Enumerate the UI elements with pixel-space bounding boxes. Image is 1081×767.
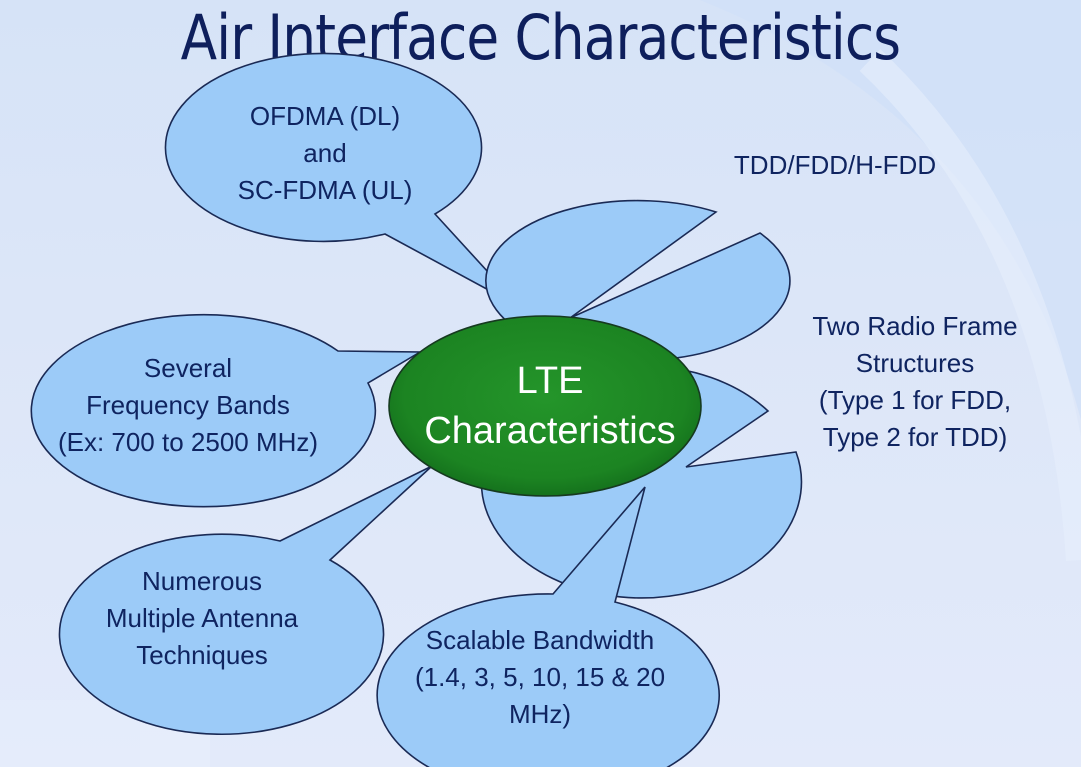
callout-bands-line-3: (Ex: 700 to 2500 MHz)	[57, 427, 319, 457]
callout-antenna-line-1: Numerous	[142, 566, 262, 596]
callout-antenna-line-3: Techniques	[136, 640, 268, 670]
callout-frames-line-2: Structures	[855, 348, 975, 378]
callout-bandwidth-shape	[376, 486, 720, 767]
callout-antenna: Numerous Multiple Antenna Techniques	[72, 563, 332, 674]
callout-duplex-line-1: TDD/FDD/H-FDD	[733, 150, 937, 180]
callout-access-line-1: OFDMA (DL)	[249, 101, 401, 131]
callout-bandwidth-line-2: (1.4, 3, 5, 10, 15 & 20	[414, 662, 666, 692]
callout-bandwidth-line-1: Scalable Bandwidth	[425, 625, 655, 655]
callout-bandwidth: Scalable Bandwidth (1.4, 3, 5, 10, 15 & …	[385, 622, 695, 733]
callout-frames-line-4: Type 2 for TDD)	[822, 422, 1008, 452]
callout-antenna-line-2: Multiple Antenna	[105, 603, 299, 633]
callout-bands-line-1: Several	[143, 353, 233, 383]
center-node-line-2: Characteristics	[424, 410, 676, 452]
callout-bands-line-2: Frequency Bands	[86, 390, 290, 420]
callout-antenna-shape	[58, 465, 433, 736]
callout-bandwidth-line-3: MHz)	[508, 699, 572, 729]
callout-access: OFDMA (DL) and SC-FDMA (UL)	[205, 98, 445, 209]
callout-bands-shape	[30, 313, 423, 508]
callout-frames: Two Radio Frame Structures (Type 1 for F…	[780, 308, 1050, 456]
center-node-line-1: LTE	[516, 360, 584, 402]
callout-access-shape	[164, 52, 521, 308]
center-node: LTE Characteristics	[395, 356, 705, 456]
callout-duplex: TDD/FDD/H-FDD	[705, 147, 965, 184]
callout-frames-line-3: (Type 1 for FDD,	[818, 385, 1012, 415]
callout-access-line-3: SC-FDMA (UL)	[237, 175, 413, 205]
callout-access-line-2: and	[303, 138, 347, 168]
center-node-shape	[388, 315, 702, 497]
callout-bands: Several Frequency Bands (Ex: 700 to 2500…	[30, 350, 346, 461]
callout-frames-line-1: Two Radio Frame	[812, 311, 1018, 341]
